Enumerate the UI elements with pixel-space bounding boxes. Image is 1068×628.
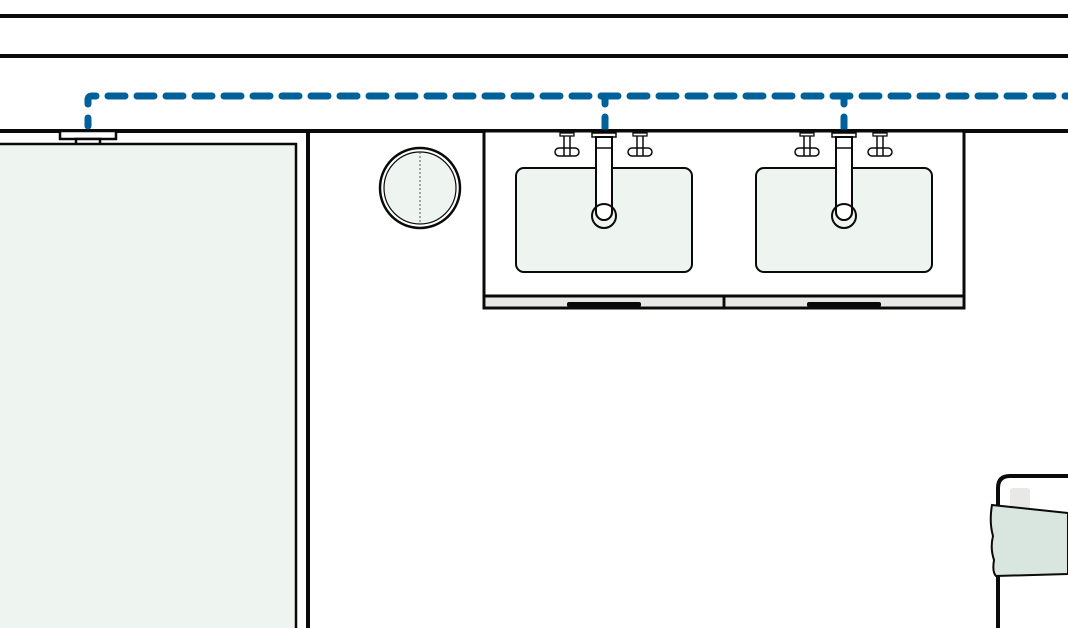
towel-rack xyxy=(989,474,1068,628)
shower-panel xyxy=(0,142,298,628)
faucet-right-icon xyxy=(794,132,893,229)
faucet-left-icon xyxy=(554,132,653,229)
round-mirror-icon xyxy=(378,146,462,230)
drawer-pull-right xyxy=(807,302,881,307)
plumbing-line xyxy=(84,92,1068,132)
drawer-pull-left xyxy=(567,302,641,307)
exterior-wall xyxy=(0,14,1068,133)
towel-icon xyxy=(989,503,1068,578)
